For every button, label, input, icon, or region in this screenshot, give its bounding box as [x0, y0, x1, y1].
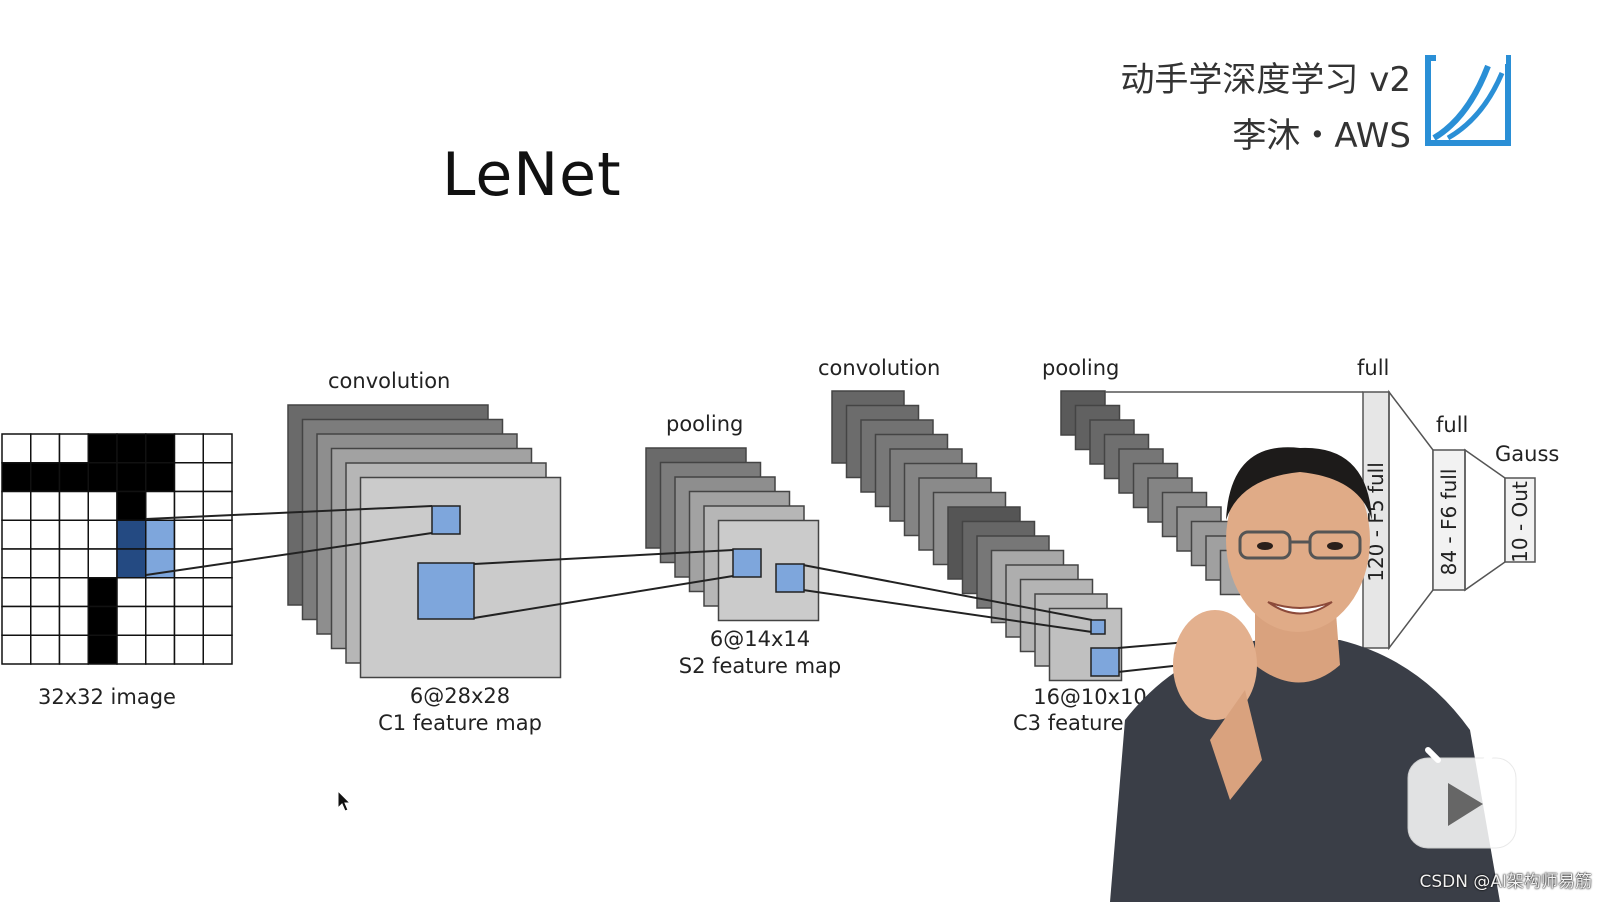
slide-title: LeNet — [442, 140, 622, 210]
course-info: 动手学深度学习 v2 李沐・AWS — [1120, 52, 1411, 164]
input-cell — [116, 634, 147, 665]
input-cell — [30, 519, 61, 550]
connection-lines — [145, 505, 1211, 673]
input-cell — [87, 519, 118, 550]
label-c1-size: 6@28x28 — [409, 684, 511, 708]
label-s2-size: 6@14x14 — [709, 627, 811, 651]
input-cell — [202, 433, 233, 464]
label-conv2: convolution — [818, 356, 941, 380]
s4-feature-maps — [1060, 390, 1266, 596]
input-cell — [173, 462, 204, 493]
input-cell — [202, 605, 233, 636]
input-cell — [145, 433, 176, 464]
input-cell — [145, 577, 176, 608]
s2-source-patch — [775, 563, 805, 593]
label-c3-size: 16@10x10 — [1033, 685, 1147, 709]
full-layers — [1105, 389, 1536, 651]
input-cell — [145, 462, 176, 493]
input-cell — [58, 519, 89, 550]
c3-feature-maps — [831, 390, 1123, 682]
input-cell — [87, 577, 118, 608]
input-cell — [58, 490, 89, 521]
input-cell — [87, 605, 118, 636]
input-cell — [30, 462, 61, 493]
input-cell — [87, 548, 118, 579]
s4-map — [1219, 549, 1266, 596]
input-cell — [173, 605, 204, 636]
input-cell — [202, 634, 233, 665]
input-cell — [30, 634, 61, 665]
input-cell — [30, 490, 61, 521]
input-image-grid — [1, 433, 233, 665]
label-full2: full — [1436, 413, 1469, 437]
input-cell — [30, 605, 61, 636]
input-cell — [202, 577, 233, 608]
input-cell — [1, 577, 32, 608]
input-cell — [58, 634, 89, 665]
input-cell — [58, 433, 89, 464]
label-pool2: pooling — [1042, 356, 1120, 380]
input-cell — [30, 577, 61, 608]
input-cell — [116, 577, 147, 608]
input-cell — [173, 634, 204, 665]
input-cell — [116, 490, 147, 521]
label-f5: 120 - F5 full — [1364, 462, 1388, 582]
input-cell — [145, 605, 176, 636]
input-cell — [1, 433, 32, 464]
input-cell — [1, 519, 32, 550]
watermark: CSDN @AI架构师易筋 — [1419, 872, 1592, 892]
c1-feature-maps — [287, 404, 562, 679]
input-cell — [30, 548, 61, 579]
c1-source-patch — [417, 562, 475, 620]
input-cell — [116, 433, 147, 464]
label-input: 32x32 image — [38, 685, 176, 709]
input-cell — [87, 634, 118, 665]
input-cell — [87, 433, 118, 464]
input-cell — [58, 548, 89, 579]
input-cell — [173, 519, 204, 550]
input-cell — [116, 462, 147, 493]
course-author: 李沐・AWS — [1232, 116, 1411, 156]
course-title: 动手学深度学习 v2 — [1120, 60, 1411, 100]
input-cell — [173, 577, 204, 608]
label-pool1: pooling — [666, 412, 744, 436]
label-gauss: Gauss — [1495, 442, 1560, 466]
c3-target-patch — [1090, 619, 1106, 635]
input-cell — [87, 490, 118, 521]
input-cell — [87, 462, 118, 493]
input-cell — [145, 519, 176, 550]
label-c1-name: C1 feature map — [378, 711, 542, 735]
input-cell — [1, 548, 32, 579]
input-cell — [30, 433, 61, 464]
label-full1: full — [1357, 356, 1390, 380]
input-cell — [173, 433, 204, 464]
s2-feature-maps — [645, 447, 820, 622]
label-conv1: convolution — [328, 369, 451, 393]
input-cell — [116, 605, 147, 636]
input-cell — [58, 605, 89, 636]
input-cell — [116, 548, 147, 579]
input-cell — [58, 462, 89, 493]
input-cell — [1, 462, 32, 493]
input-cell — [145, 490, 176, 521]
label-c3-name: C3 feature m — [1013, 711, 1151, 735]
input-cell — [1, 490, 32, 521]
input-cell — [1, 634, 32, 665]
input-cell — [202, 462, 233, 493]
s2-target-patch — [732, 548, 762, 578]
input-cell — [202, 519, 233, 550]
input-cell — [58, 577, 89, 608]
input-cell — [1, 605, 32, 636]
label-f6: 84 - F6 full — [1437, 468, 1461, 576]
cursor-icon — [337, 790, 352, 812]
input-cell — [116, 519, 147, 550]
input-cell — [145, 634, 176, 665]
label-s2-name: S2 feature map — [678, 654, 842, 678]
c1-target-patch — [431, 505, 461, 535]
input-cell — [173, 548, 204, 579]
c3-source-patch — [1090, 647, 1120, 677]
label-out: 10 - Out — [1508, 481, 1532, 563]
